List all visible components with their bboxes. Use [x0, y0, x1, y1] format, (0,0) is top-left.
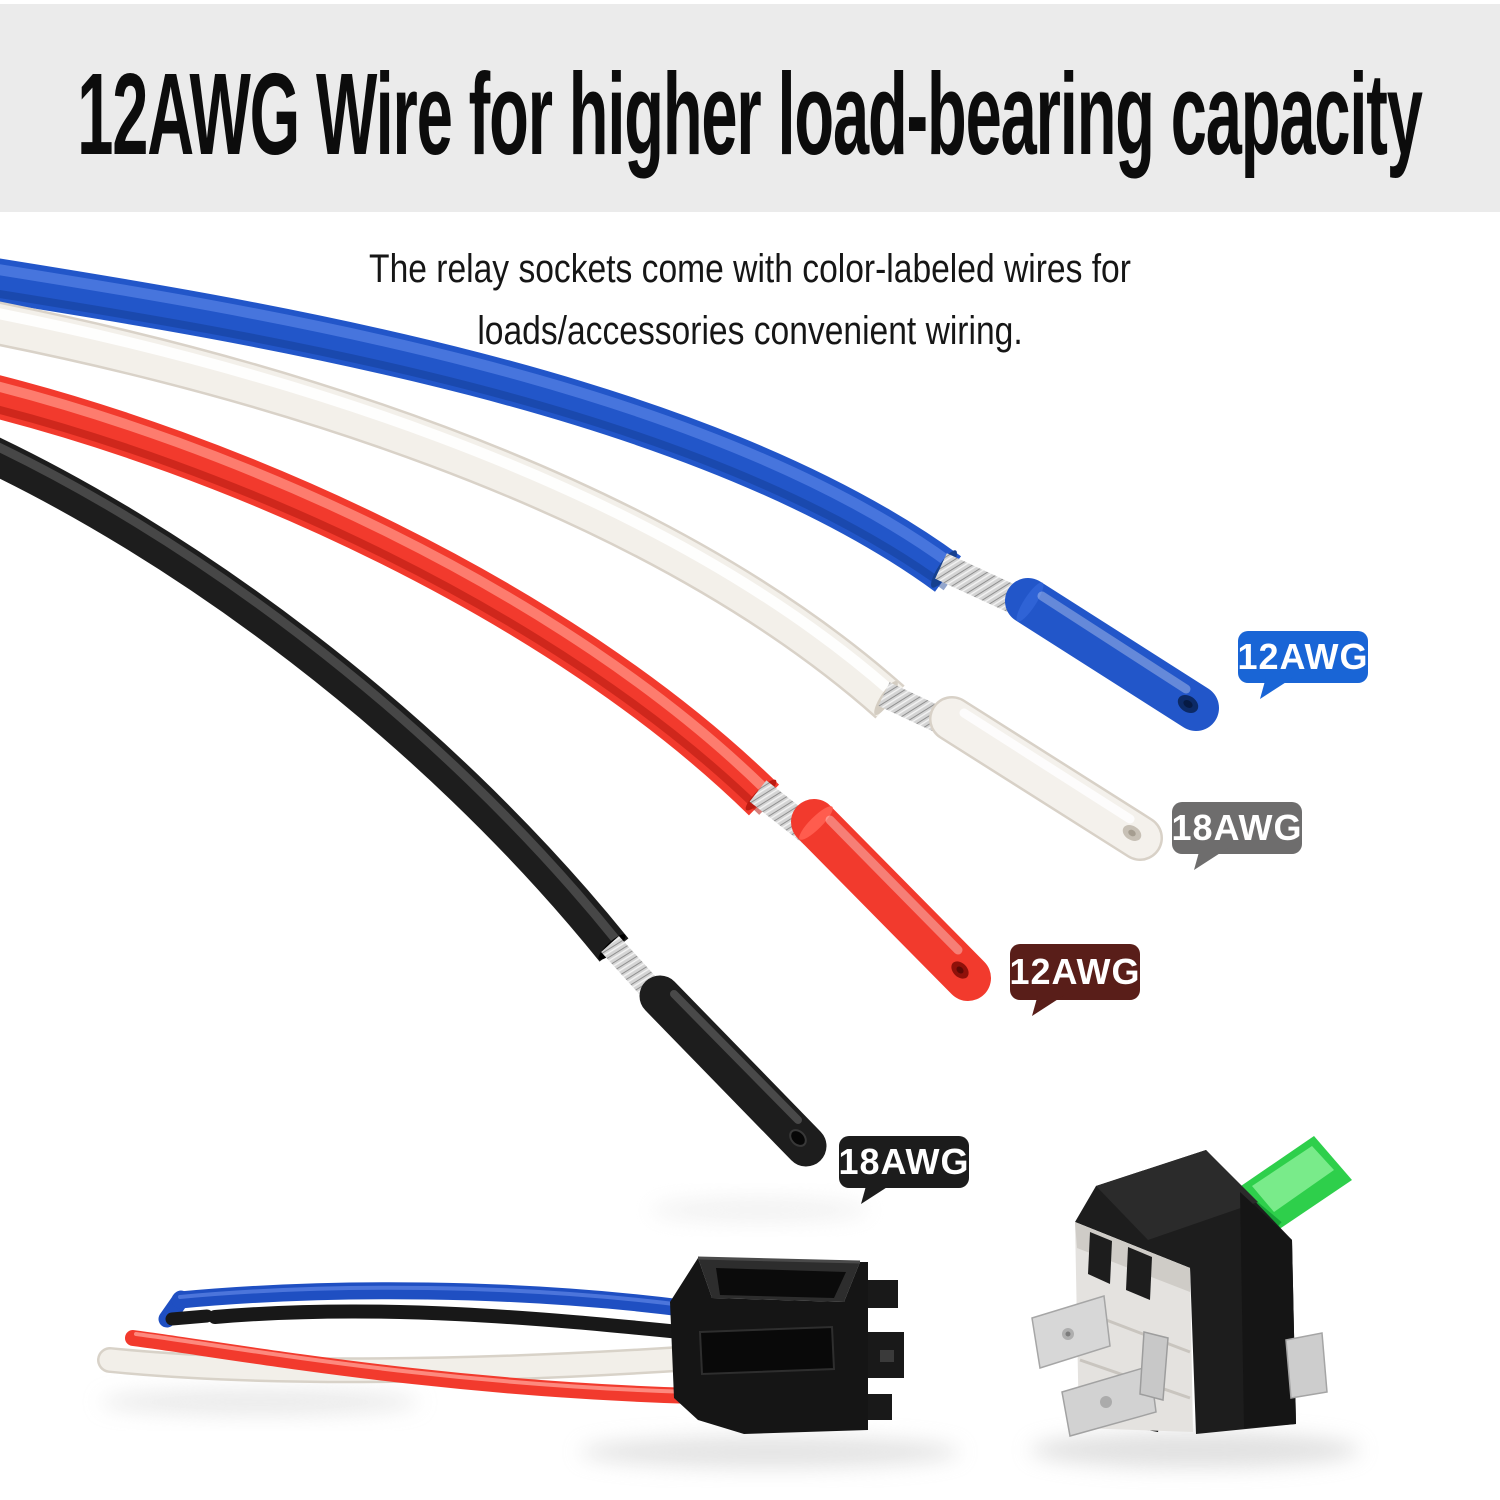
subtitle-line-1: The relay sockets come with color-labele…	[369, 247, 1131, 291]
white-wire	[0, 301, 1163, 861]
relay-socket-body	[670, 1256, 904, 1434]
callout-bubble-red-12awg: 12AWG	[1009, 944, 1141, 1000]
page-title: 12AWG Wire for higher load-bearing capac…	[0, 44, 1500, 184]
callout-text: 18AWG	[1171, 807, 1303, 848]
relay-socket-assembly	[97, 1256, 904, 1434]
callout-bubble-white-18awg: 18AWG	[1171, 802, 1303, 854]
socket-wire-black-tip	[165, 1309, 214, 1326]
header-banner	[0, 4, 1500, 212]
relay-body	[1075, 1150, 1296, 1434]
subtitle: The relay sockets come with color-labele…	[0, 238, 1500, 362]
page-title-text: 12AWG Wire for higher load-bearing capac…	[77, 49, 1424, 179]
callout-text: 12AWG	[1237, 636, 1369, 677]
black-wire-tip-hole	[789, 1129, 807, 1147]
black-wire-cap	[639, 975, 827, 1167]
blue-wire	[0, 258, 1219, 731]
callout-text: 12AWG	[1009, 951, 1141, 992]
callout-bubble-blue-12awg: 12AWG	[1237, 631, 1369, 683]
socket-wire-black	[208, 1304, 697, 1340]
socket-wire-blue	[171, 1282, 699, 1318]
red-wire	[0, 375, 991, 1001]
relay-terminals	[1031, 1295, 1328, 1437]
red-wire-cap	[791, 799, 991, 1001]
socket-wire-blue-highlight	[178, 1285, 692, 1308]
subtitle-line-2: loads/accessories convenient wiring.	[477, 309, 1023, 353]
callout-text: 18AWG	[838, 1141, 970, 1182]
callout-bubble-black-18awg: 18AWG	[838, 1136, 970, 1188]
white-wire-cap	[931, 698, 1161, 859]
socket-front-slot	[698, 1325, 836, 1376]
relay-with-fuse	[1031, 1136, 1352, 1437]
socket-wire-red	[125, 1330, 702, 1404]
soft-shadows	[100, 1198, 1360, 1468]
black-wire	[0, 437, 827, 1167]
blue-wire-cap	[1005, 578, 1219, 731]
socket-wire-red-highlight	[134, 1332, 692, 1394]
